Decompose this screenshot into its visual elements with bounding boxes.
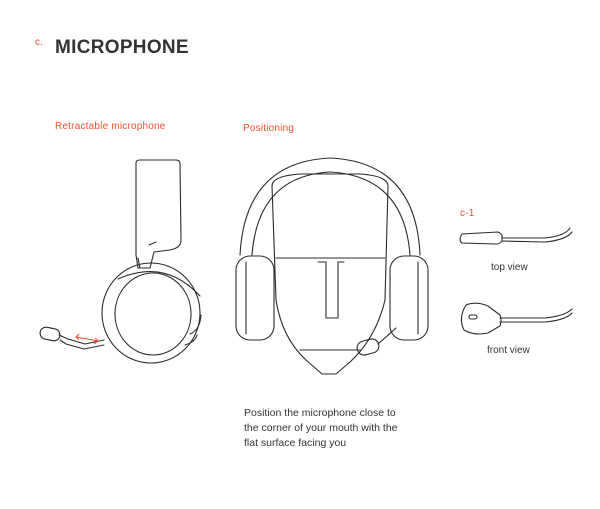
instruction-line-3: flat surface facing you bbox=[244, 437, 347, 449]
headset-front-view-illustration bbox=[235, 157, 429, 375]
microphone-front-view-illustration bbox=[460, 302, 573, 335]
caption-front-view: front view bbox=[487, 345, 530, 356]
caption-retractable-microphone: Retractable microphone bbox=[55, 121, 166, 132]
caption-top-view: top view bbox=[491, 262, 528, 273]
instruction-line-2: the corner of your mouth with the bbox=[244, 422, 398, 434]
retract-arrow-icon bbox=[75, 333, 99, 345]
section-title: MICROPHONE bbox=[55, 37, 189, 58]
headset-side-view-illustration bbox=[39, 159, 202, 364]
caption-figure-ref: c-1 bbox=[460, 208, 475, 219]
positioning-instructions: Position the microphone close to the cor… bbox=[244, 406, 444, 451]
instruction-line-1: Position the microphone close to bbox=[244, 407, 396, 419]
caption-positioning: Positioning bbox=[243, 123, 295, 134]
section-letter: c. bbox=[35, 37, 43, 48]
microphone-top-view-illustration bbox=[459, 227, 573, 245]
